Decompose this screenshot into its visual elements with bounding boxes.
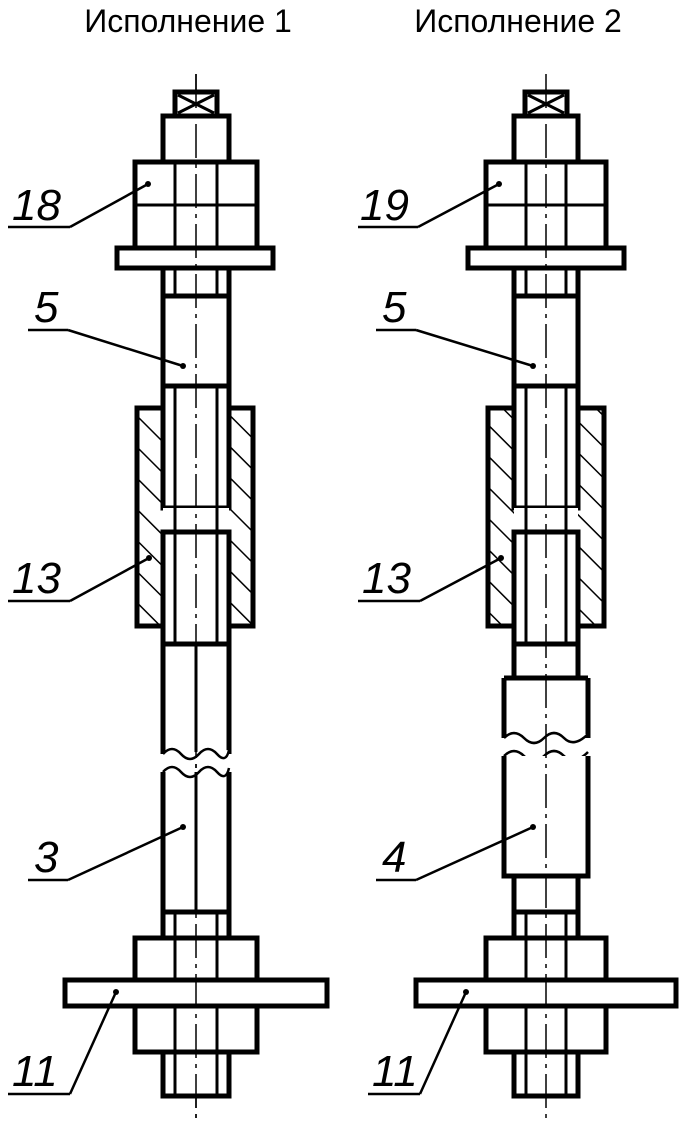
- v2-label-4: 4: [382, 833, 406, 882]
- v1-callout-11: 11: [8, 989, 119, 1096]
- v1-callout-5: 5: [28, 283, 186, 369]
- v1-top-washer: [114, 245, 276, 271]
- v1-callout-13: 13: [8, 554, 152, 603]
- v1-label-11: 11: [12, 1047, 58, 1096]
- v2-callout-19: 19: [358, 181, 502, 230]
- v1-coupling: [134, 383, 256, 647]
- v2-callout-13: 13: [358, 554, 504, 603]
- v1-label-13: 13: [12, 554, 61, 603]
- v1-callout-18: 18: [8, 181, 151, 230]
- v2-label-5: 5: [382, 283, 407, 332]
- v1-label-3: 3: [34, 833, 59, 882]
- variant-1-assembly: 18 5 13 3 11: [8, 74, 330, 1118]
- v2-callout-5: 5: [376, 283, 536, 369]
- variant-2-assembly: 19 5 13 4 11: [358, 74, 679, 1118]
- v1-callout-3: 3: [28, 824, 186, 882]
- v1-label-18: 18: [12, 181, 61, 230]
- v2-label-19: 19: [360, 181, 409, 230]
- v2-label-13: 13: [362, 554, 411, 603]
- variant-1-title: Исполнение 1: [84, 3, 292, 39]
- v2-label-11: 11: [372, 1047, 418, 1096]
- v1-label-5: 5: [34, 283, 59, 332]
- variant-2-title: Исполнение 2: [414, 3, 622, 39]
- v2-callout-11: 11: [368, 989, 469, 1096]
- v2-callout-4: 4: [376, 824, 536, 882]
